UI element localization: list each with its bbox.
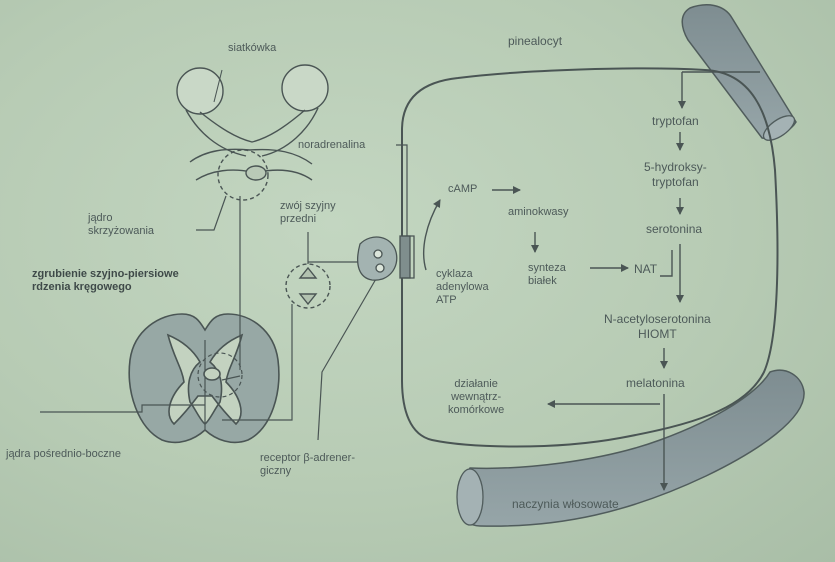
label-noradrenaline: noradrenalina (298, 139, 366, 151)
nerve-pathways (40, 144, 408, 441)
label-pinealocyte: pinealocyt (508, 34, 563, 48)
label-chiasm-nucleus: jądro skrzyżowania (88, 212, 155, 237)
label-protein-synthesis: synteza białek (528, 262, 566, 287)
cervical-ganglion (285, 263, 331, 309)
capillary-vessel (456, 369, 805, 527)
label-intermediolateral: jądra pośrednio-boczne (6, 448, 121, 460)
label-capillaries: naczynia włosowate (512, 497, 619, 511)
spinal-cord-section (128, 313, 280, 444)
label-serotonin: serotonina (646, 222, 703, 236)
pinealocyte-cell (401, 67, 779, 448)
label-cervical-ganglion: zwój szyjny przedni (280, 200, 336, 225)
label-camp: cAMP (448, 183, 478, 195)
synapse-receptor (357, 235, 415, 281)
label-retina: siatkówka (228, 42, 277, 54)
pathway-arrows (423, 71, 760, 491)
label-n-acetylserotonin: N-acetyloserotonina HIOMT (604, 312, 711, 341)
label-nat: NAT (634, 262, 658, 276)
label-5-hydroxytryptophan: 5-hydroksy- tryptofan (644, 160, 707, 189)
label-intracellular-action: działanie wewnątrz- komórkowe (448, 378, 505, 416)
eyes-optic-chiasm (176, 64, 329, 201)
label-melatonin: melatonina (626, 376, 685, 390)
label-adenylyl-cyclase: cyklaza adenylowa ATP (436, 268, 489, 306)
label-amino-acids: aminokwasy (508, 206, 569, 218)
label-tryptophan: tryptofan (652, 114, 699, 128)
label-beta-receptor: receptor β-adrener- giczny (260, 452, 355, 477)
upper-blood-vessel (681, 4, 797, 141)
label-cervicothoracic: zgrubienie szyjno-piersiowe rdzenia kręg… (32, 268, 179, 293)
